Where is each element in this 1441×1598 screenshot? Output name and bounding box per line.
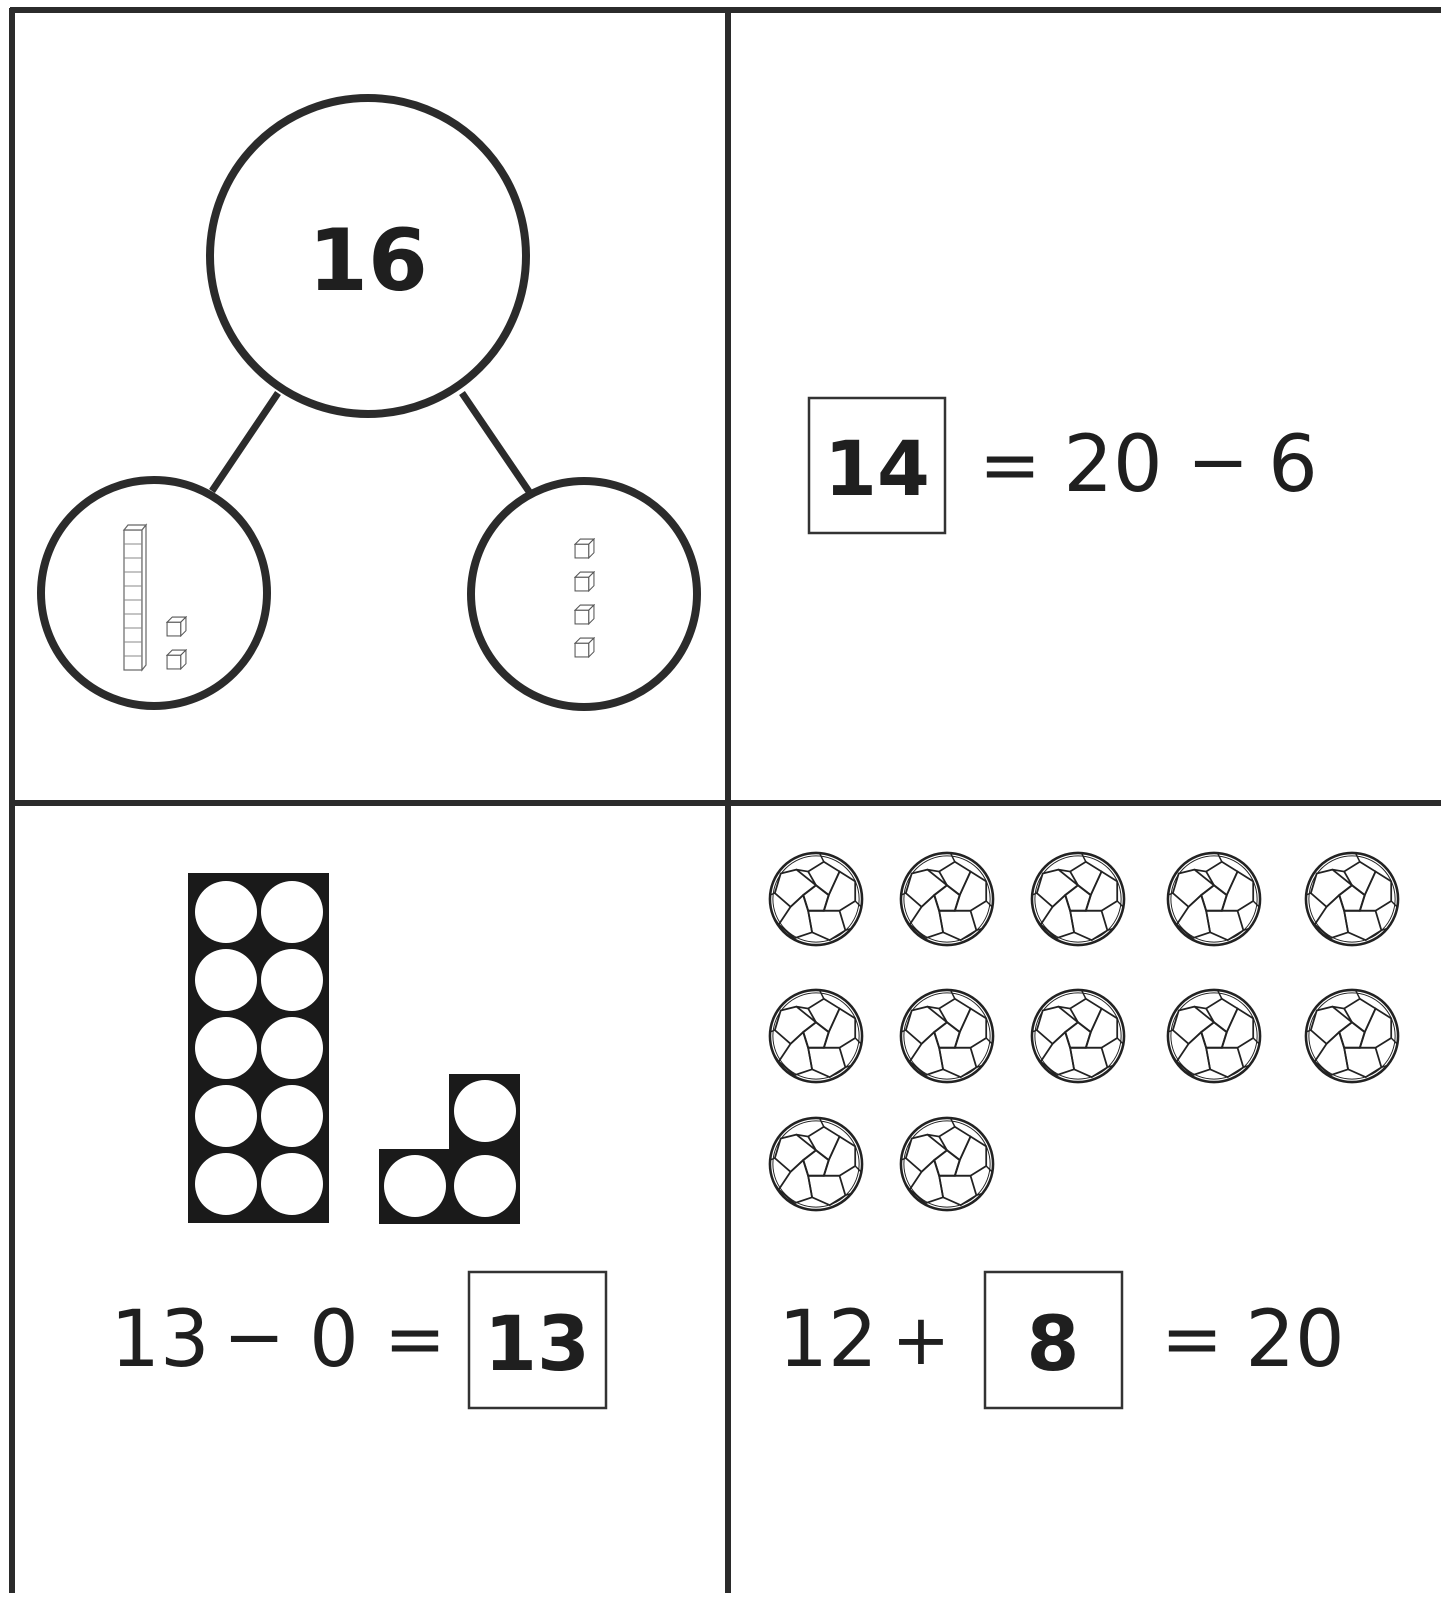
- football-icon: [1306, 990, 1398, 1082]
- total-value: 20: [1245, 1295, 1344, 1385]
- football-icon: [1032, 990, 1124, 1082]
- part-whole-link-right: [462, 393, 530, 493]
- unit-cube: [167, 650, 186, 669]
- unit-cube: [575, 638, 594, 657]
- answer-value: 13: [484, 1299, 590, 1388]
- equals-sign: =: [1161, 1296, 1223, 1382]
- football-group: [770, 853, 1398, 1210]
- unit-cube: [167, 617, 186, 636]
- right-operand: 0: [309, 1295, 359, 1385]
- ten-frames: [188, 873, 520, 1224]
- equation-bottom-left: 13 − 0 = 13: [110, 1272, 606, 1408]
- tens-rod: [124, 525, 146, 670]
- operator-sign: +: [892, 1299, 951, 1381]
- football-icon: [901, 853, 993, 945]
- part-whole-link-left: [212, 393, 278, 491]
- answer-value: 8: [1027, 1299, 1080, 1388]
- operator-sign: −: [223, 1294, 285, 1380]
- football-icon: [770, 990, 862, 1082]
- unit-cube: [575, 572, 594, 591]
- left-operand: 12: [778, 1295, 877, 1385]
- left-operand: 13: [110, 1295, 209, 1385]
- football-icon: [901, 990, 993, 1082]
- left-operand: 20: [1063, 420, 1162, 510]
- football-icon: [770, 853, 862, 945]
- whole-value: 16: [308, 211, 428, 311]
- equation-bottom-right: 12 + 8 = 20: [778, 1272, 1344, 1408]
- right-part-circle: [471, 481, 697, 707]
- football-icon: [1306, 853, 1398, 945]
- operator-sign: −: [1187, 419, 1249, 505]
- part-whole-model: 16: [41, 98, 697, 707]
- football-icon: [901, 1118, 993, 1210]
- football-icon: [770, 1118, 862, 1210]
- answer-value: 14: [824, 424, 930, 513]
- equals-sign: =: [384, 1296, 446, 1382]
- equation-top-right: 14 = 20 − 6: [809, 398, 1318, 533]
- football-icon: [1168, 990, 1260, 1082]
- left-part-circle: [41, 480, 267, 706]
- equals-sign: =: [979, 422, 1041, 508]
- unit-cube: [575, 605, 594, 624]
- unit-cube: [575, 539, 594, 558]
- right-operand: 6: [1268, 420, 1318, 510]
- football-icon: [1032, 853, 1124, 945]
- football-icon: [1168, 853, 1260, 945]
